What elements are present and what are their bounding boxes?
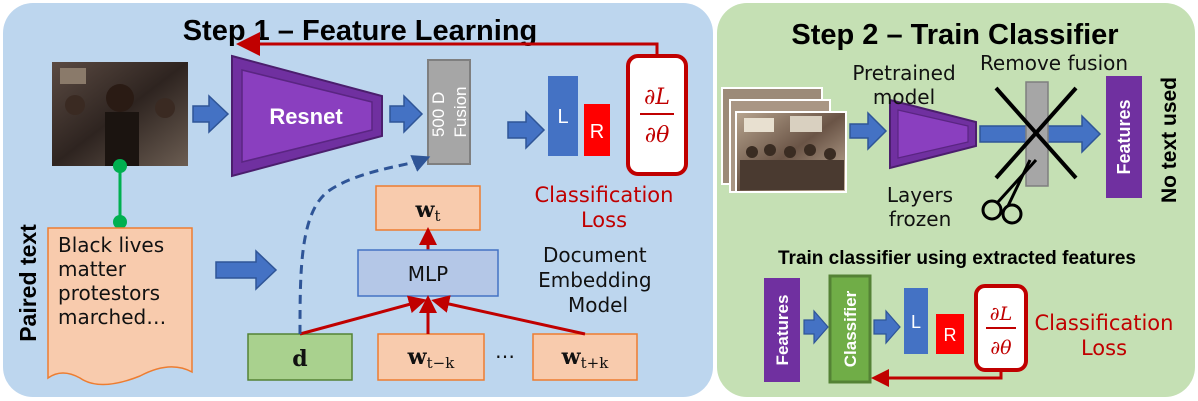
remove-cross-line-2 bbox=[994, 86, 1078, 180]
loss-denominator-2: ∂θ bbox=[990, 337, 1012, 359]
arrow-photo-to-resnet bbox=[192, 94, 230, 134]
mlp-label: MLP bbox=[408, 262, 448, 286]
features-box bbox=[1106, 76, 1142, 198]
classifier-label: Classifier bbox=[841, 290, 860, 367]
step2-title: Step 2 – Train Classifier bbox=[791, 19, 1118, 51]
loss-numerator: ∂L bbox=[644, 85, 670, 110]
remove-fusion-label: Remove fusion bbox=[980, 51, 1128, 75]
l-block bbox=[548, 76, 578, 156]
classification-loss-line1: Classification bbox=[535, 183, 674, 207]
l-label: L bbox=[557, 106, 568, 128]
classification-loss-2-line1: Classification bbox=[1035, 311, 1174, 335]
arrow-wtpk-to-mlp bbox=[431, 295, 586, 336]
l-label-2: L bbox=[911, 312, 921, 332]
features-label-2: Features bbox=[773, 295, 792, 366]
wt-label: w bbox=[415, 197, 436, 223]
mlp-box bbox=[357, 249, 499, 297]
arrow-classifier-to-lr bbox=[873, 309, 901, 345]
link-dot-top bbox=[113, 159, 127, 173]
doc-model-line-1: Document bbox=[543, 243, 647, 267]
paired-text-document: Black lives matter protestors marched… bbox=[47, 227, 193, 386]
loss-denominator: ∂θ bbox=[645, 123, 670, 148]
features-label: Features bbox=[1114, 99, 1134, 174]
train-classifier-caption: Train classifier using extracted feature… bbox=[778, 248, 1136, 269]
scissors-icon bbox=[981, 158, 1038, 225]
doc-model-line-2: Embedding bbox=[538, 268, 651, 292]
classifier-box bbox=[828, 274, 872, 384]
resnet-label: Resnet bbox=[269, 104, 343, 129]
svg-text:500 D Fusion: 500 D Fusion bbox=[429, 86, 470, 137]
backprop-arrow bbox=[236, 32, 659, 56]
wt-subscript: t bbox=[434, 207, 440, 225]
photo-stack bbox=[721, 87, 847, 193]
wtpk-box bbox=[532, 333, 638, 381]
no-text-used-label: No text used bbox=[1158, 77, 1181, 203]
doc-line-2: matter bbox=[58, 257, 127, 281]
arrow-photos-to-model bbox=[849, 111, 888, 151]
paired-text-label: Paired text bbox=[15, 224, 41, 342]
features-box-2 bbox=[764, 278, 800, 382]
wt-box: wt bbox=[375, 185, 481, 231]
r-block bbox=[584, 104, 610, 156]
loss-gradient-box: ∂L ∂θ bbox=[626, 54, 688, 176]
arrow-fusion-to-lr bbox=[507, 110, 546, 150]
doc-line-3: protestors bbox=[58, 281, 160, 305]
wtk-label: w bbox=[407, 344, 428, 370]
doc-line-4: marched… bbox=[58, 305, 166, 329]
classification-loss-2-line2: Loss bbox=[1081, 336, 1127, 360]
fusion-line2: Fusion bbox=[451, 86, 470, 137]
loss-gradient-box-2: ∂L ∂θ bbox=[974, 284, 1028, 372]
step1-title: Step 1 – Feature Learning bbox=[183, 15, 538, 47]
layers-frozen-line1: Layers bbox=[887, 183, 953, 207]
doc-model-line-3: Model bbox=[568, 293, 628, 317]
svg-text:wt: wt bbox=[415, 197, 441, 225]
svg-text:Black lives matter: Black lives matter protestors marched… bbox=[58, 233, 171, 329]
fusion-block: 500 D Fusion bbox=[427, 59, 471, 165]
protest-photo bbox=[52, 62, 188, 166]
pretrained-line1: Pretrained bbox=[852, 61, 955, 85]
wtk-subscript: t−k bbox=[427, 354, 456, 372]
arrow-d-to-mlp bbox=[299, 295, 427, 336]
wtk-box bbox=[377, 333, 485, 381]
arrow-resnet-to-fusion bbox=[389, 94, 424, 134]
loss-numerator-2: ∂L bbox=[990, 303, 1012, 325]
arrow-features-to-classifier bbox=[803, 309, 829, 345]
backprop-arrow-2 bbox=[871, 369, 1003, 387]
d-label: d bbox=[292, 346, 307, 372]
l-block-2 bbox=[904, 288, 928, 354]
link-dot-bottom bbox=[113, 215, 127, 229]
resnet-block: Resnet bbox=[231, 54, 383, 178]
ellipsis: … bbox=[495, 339, 515, 363]
arrow-doc-to-mlp bbox=[215, 249, 278, 291]
svg-text:Document Embedding Mod: Document Embedding Model bbox=[538, 243, 658, 317]
r-label: R bbox=[590, 121, 604, 143]
layers-frozen-line2: frozen bbox=[889, 207, 952, 231]
doc-line-1: Black lives bbox=[58, 233, 164, 257]
pretrained-line2: model bbox=[873, 85, 935, 109]
dashed-arrow-d-to-fusion bbox=[298, 155, 431, 335]
pretrained-model-block bbox=[889, 98, 977, 170]
r-label-2: R bbox=[944, 325, 957, 345]
svg-text:wt−k: wt−k bbox=[407, 344, 456, 372]
classification-loss-line2: Loss bbox=[581, 208, 627, 232]
r-block-2 bbox=[936, 314, 964, 354]
fusion-line1: 500 D bbox=[429, 92, 448, 137]
wtpk-subscript: t+k bbox=[581, 354, 610, 372]
svg-text:wt+k: wt+k bbox=[561, 344, 610, 372]
wtpk-label: w bbox=[561, 344, 582, 370]
